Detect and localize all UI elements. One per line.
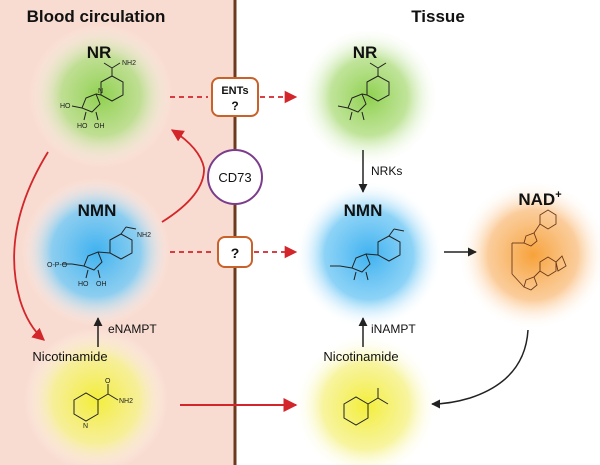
nmn-left-oh: OH bbox=[96, 281, 107, 288]
ents-transporter-box bbox=[211, 77, 259, 117]
nmn-to-nr-cd73-arrow bbox=[161, 129, 205, 223]
nmn-right-structure-icon bbox=[330, 228, 405, 281]
nmn-left-glow bbox=[22, 178, 170, 326]
nr-left-ho2: HO bbox=[77, 123, 88, 130]
nicotinamide-left-nh2: NH2 bbox=[119, 398, 133, 405]
nicotinamide-left-o: O bbox=[105, 378, 111, 385]
ents-transporter-question: ? bbox=[231, 99, 238, 113]
nicotinamide-right-glow bbox=[294, 334, 438, 465]
nmn-left-label: NMN bbox=[78, 201, 117, 220]
nad-right-superscript: + bbox=[555, 189, 561, 201]
nmn-left-phosphate: O-P-O bbox=[47, 262, 68, 269]
nad-right-glow bbox=[458, 180, 600, 330]
cd73-label: CD73 bbox=[218, 170, 251, 185]
nmn-left-structure-icon bbox=[62, 226, 137, 279]
nmn-left-nh2: NH2 bbox=[137, 232, 151, 239]
nicotinamide-left-label: Nicotinamide bbox=[32, 349, 107, 364]
cd73-enzyme: CD73 bbox=[207, 149, 263, 205]
nmn-left-ho: HO bbox=[78, 281, 89, 288]
nicotinamide-right-structure-icon bbox=[343, 388, 389, 426]
tissue-title: Tissue bbox=[411, 7, 465, 26]
nr-left-structure-icon bbox=[71, 62, 124, 121]
nad-to-nicotinamide-arrow bbox=[431, 329, 529, 409]
ents-transporter-label: ENTs bbox=[221, 85, 248, 97]
nr-right-glow bbox=[299, 27, 439, 167]
nr-left-glow bbox=[29, 24, 173, 168]
nicotinamide-left-n: N bbox=[83, 423, 88, 430]
nr-to-nicotinamide-left-arrow bbox=[13, 151, 49, 341]
ents-transporter: ENTs ? bbox=[211, 77, 259, 117]
unknown-transporter: ? bbox=[217, 236, 253, 268]
blood-circulation-title: Blood circulation bbox=[27, 7, 166, 26]
nad-right-structure-icon bbox=[511, 209, 567, 291]
nicotinamide-right-label: Nicotinamide bbox=[323, 349, 398, 364]
nr-right-structure-icon bbox=[337, 62, 390, 121]
nr-left-label: NR bbox=[87, 43, 112, 62]
nr-left-n: N bbox=[98, 88, 103, 95]
nr-right-label: NR bbox=[353, 43, 378, 62]
nad-right-main: NAD bbox=[518, 190, 555, 209]
nicotinamide-left-glow bbox=[24, 328, 168, 465]
nad-right-label: NAD+ bbox=[518, 189, 561, 209]
nicotinamide-left-structure-icon bbox=[73, 384, 119, 422]
nrks-label: NRKs bbox=[371, 164, 402, 178]
unknown-transporter-box bbox=[217, 236, 253, 268]
unknown-transporter-label: ? bbox=[231, 245, 240, 261]
cd73-circle bbox=[207, 149, 263, 205]
nr-left-oh: OH bbox=[94, 123, 105, 130]
inampt-label: iNAMPT bbox=[371, 322, 416, 336]
nmn-right-glow bbox=[295, 181, 443, 329]
nr-left-nh2: NH2 bbox=[122, 60, 136, 67]
enampt-label: eNAMPT bbox=[108, 322, 157, 336]
nr-left-ho1: HO bbox=[60, 103, 71, 110]
nmn-right-label: NMN bbox=[344, 201, 383, 220]
